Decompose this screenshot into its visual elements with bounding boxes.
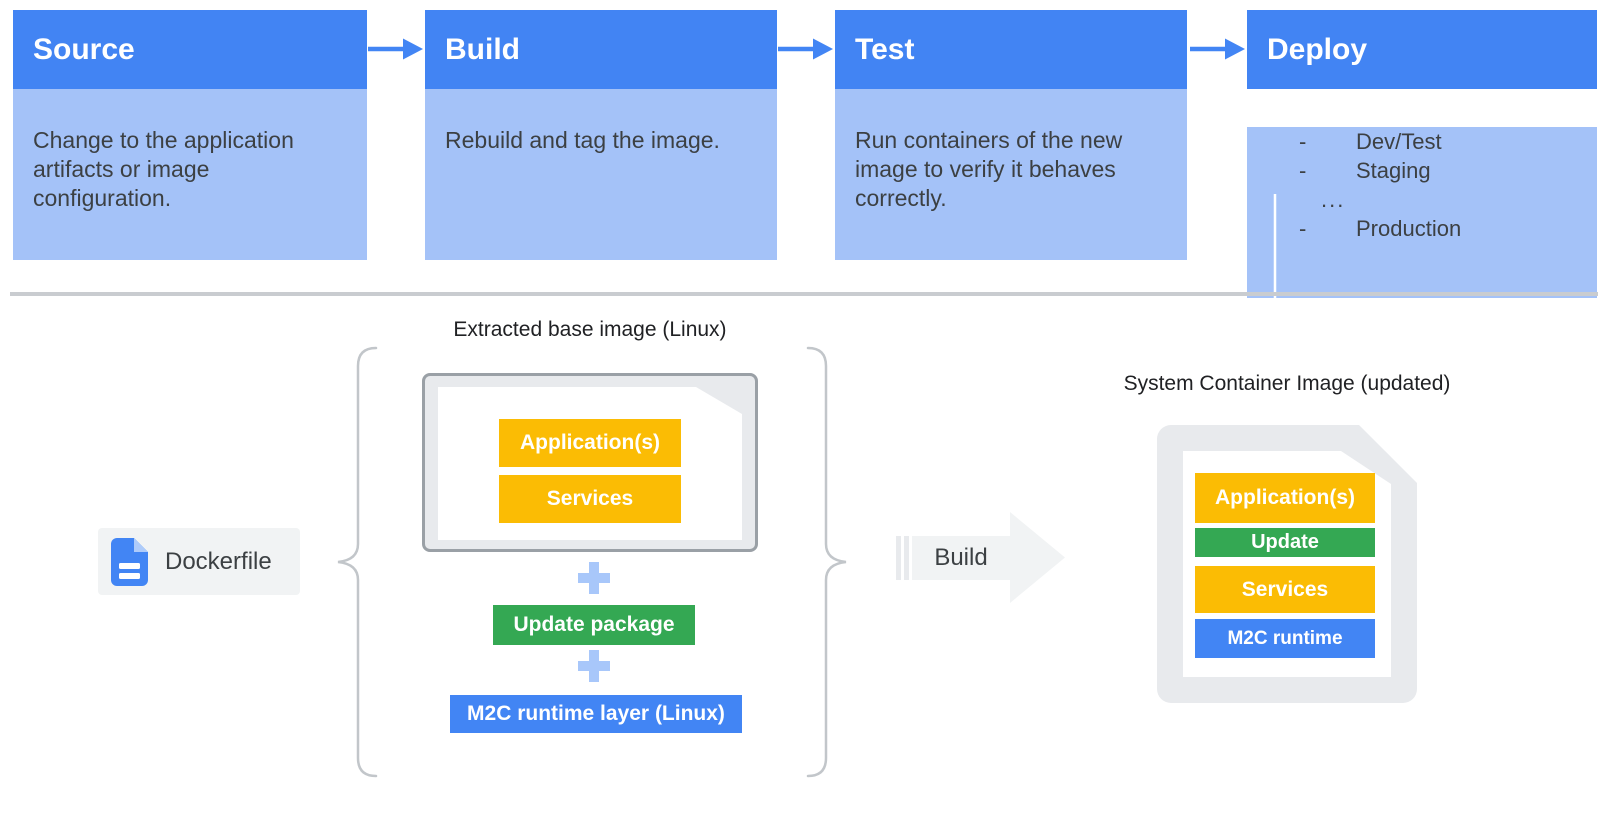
container-image-doc-icon: Application(s) Update Services M2C runti… xyxy=(1157,425,1417,703)
stage-title-source: Source xyxy=(13,10,367,89)
runtime-layer-bar: M2C runtime layer (Linux) xyxy=(450,695,742,733)
base-image-title: Extracted base image (Linux) xyxy=(453,318,727,341)
stage-card-build: Build Rebuild and tag the image. xyxy=(425,10,777,260)
stage-title-build: Build xyxy=(425,10,777,89)
right-arrow-icon xyxy=(368,38,423,60)
stage-card-test: Test Run containers of the new image to … xyxy=(835,10,1187,260)
stage-title-deploy: Deploy xyxy=(1247,10,1597,89)
right-arrow-icon xyxy=(1190,38,1245,60)
list-label: Staging xyxy=(1356,158,1431,183)
deploy-environment-list: - Dev/Test - Staging ... - Production xyxy=(1247,127,1597,243)
right-curly-brace-icon xyxy=(806,346,847,778)
stage-card-source: Source Change to the application artifac… xyxy=(13,10,367,260)
list-bullet: - xyxy=(1299,158,1307,183)
dockerfile-label: Dockerfile xyxy=(165,547,272,575)
stage-title-test: Test xyxy=(835,10,1187,89)
list-label: Production xyxy=(1356,216,1462,241)
update-package-bar: Update package xyxy=(493,605,695,645)
stage-description-source: Change to the application artifacts or i… xyxy=(13,89,367,260)
container-image-title: System Container Image (updated) xyxy=(1123,372,1451,395)
layer-bar-update: Update xyxy=(1195,528,1375,557)
list-item: - Dev/Test xyxy=(1247,127,1597,156)
image-file-icon: Application(s) Services xyxy=(422,373,758,552)
layer-bar-services: Services xyxy=(1195,566,1375,613)
list-label: Dev/Test xyxy=(1356,129,1442,154)
layer-bar-applications: Application(s) xyxy=(499,419,681,467)
section-divider xyxy=(10,292,1598,296)
list-label: ... xyxy=(1321,187,1346,212)
list-bullet: - xyxy=(1299,129,1307,154)
stage-description-test: Run containers of the new image to verif… xyxy=(835,89,1187,260)
document-icon xyxy=(111,537,148,586)
build-arrow-label: Build xyxy=(934,544,988,571)
layer-bar-m2c-runtime: M2C runtime xyxy=(1195,619,1375,658)
stage-card-deploy: Deploy - Dev/Test - Staging ... - Produc… xyxy=(1247,10,1597,359)
layer-bar-applications: Application(s) xyxy=(1195,473,1375,523)
list-item: - Production xyxy=(1247,214,1597,243)
list-item: - Staging xyxy=(1247,156,1597,185)
build-step: Build xyxy=(895,510,1070,605)
list-bullet: - xyxy=(1299,216,1307,241)
down-arrow-icon xyxy=(1269,194,1281,359)
stage-body-deploy: - Dev/Test - Staging ... - Production xyxy=(1247,127,1597,359)
plus-icon xyxy=(578,562,610,594)
dockerfile-chip: Dockerfile xyxy=(98,528,300,595)
stage-description-build: Rebuild and tag the image. xyxy=(425,89,777,260)
right-arrow-icon xyxy=(778,38,833,60)
left-curly-brace-icon xyxy=(337,346,378,778)
layer-bar-services: Services xyxy=(499,475,681,523)
plus-icon xyxy=(578,650,610,682)
big-right-arrow-icon xyxy=(896,512,1065,603)
list-item: ... xyxy=(1247,185,1597,214)
